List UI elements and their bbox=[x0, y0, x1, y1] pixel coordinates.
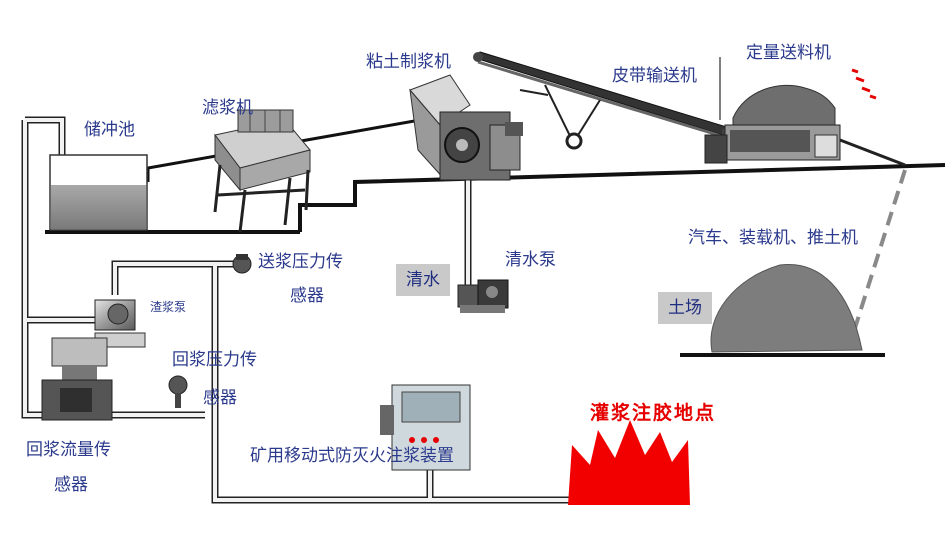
filter-machine-label: 滤浆机 bbox=[202, 98, 253, 118]
supply-pressure-sensor-label-2: 感器 bbox=[290, 286, 324, 306]
quantitative-feeder-label: 定量送料机 bbox=[746, 43, 831, 63]
vehicles-label: 汽车、装载机、推土机 bbox=[688, 228, 858, 248]
clear-water-pump bbox=[457, 279, 509, 313]
return-flow-sensor-label-1: 回浆流量传 bbox=[26, 440, 111, 460]
ground-lines bbox=[45, 118, 946, 357]
belt-conveyor bbox=[473, 51, 732, 150]
supply-pressure-sensor bbox=[232, 254, 252, 274]
return-flow-sensor-label-2: 感器 bbox=[54, 475, 88, 495]
soil-supply-dashed-line bbox=[853, 169, 907, 329]
quantitative-feeder bbox=[704, 57, 906, 167]
slurry-pump-label: 渣浆泵 bbox=[150, 300, 187, 314]
filter-machine bbox=[213, 109, 311, 233]
storage-pool-label: 储冲池 bbox=[84, 120, 135, 140]
grouting-device bbox=[380, 384, 471, 471]
soil-heap bbox=[710, 263, 863, 353]
clay-slurry-machine bbox=[409, 74, 523, 182]
process-pipes bbox=[21, 116, 600, 504]
grouting-device-label: 矿用移动式防灭火注浆装置 bbox=[250, 446, 454, 466]
grouting-site-flames bbox=[568, 420, 690, 505]
return-pressure-sensor bbox=[168, 375, 188, 408]
slurry-pump bbox=[94, 299, 146, 348]
return-pressure-sensor-label-2: 感器 bbox=[203, 388, 237, 408]
supply-pressure-sensor-label-1: 送浆压力传 bbox=[258, 252, 343, 272]
return-pressure-sensor-label-1: 回浆压力传 bbox=[172, 350, 257, 370]
soil-yard-label: 土场 bbox=[658, 292, 712, 324]
grouting-site-label: 灌浆注胶地点 bbox=[590, 402, 717, 424]
belt-conveyor-label: 皮带输送机 bbox=[612, 66, 697, 86]
clear-water-label: 清水 bbox=[396, 264, 450, 296]
clay-slurry-machine-label: 粘土制浆机 bbox=[366, 52, 451, 72]
clear-water-pump-label: 清水泵 bbox=[505, 250, 556, 270]
storage-pool bbox=[49, 154, 148, 231]
return-flow-sensor bbox=[41, 337, 113, 421]
